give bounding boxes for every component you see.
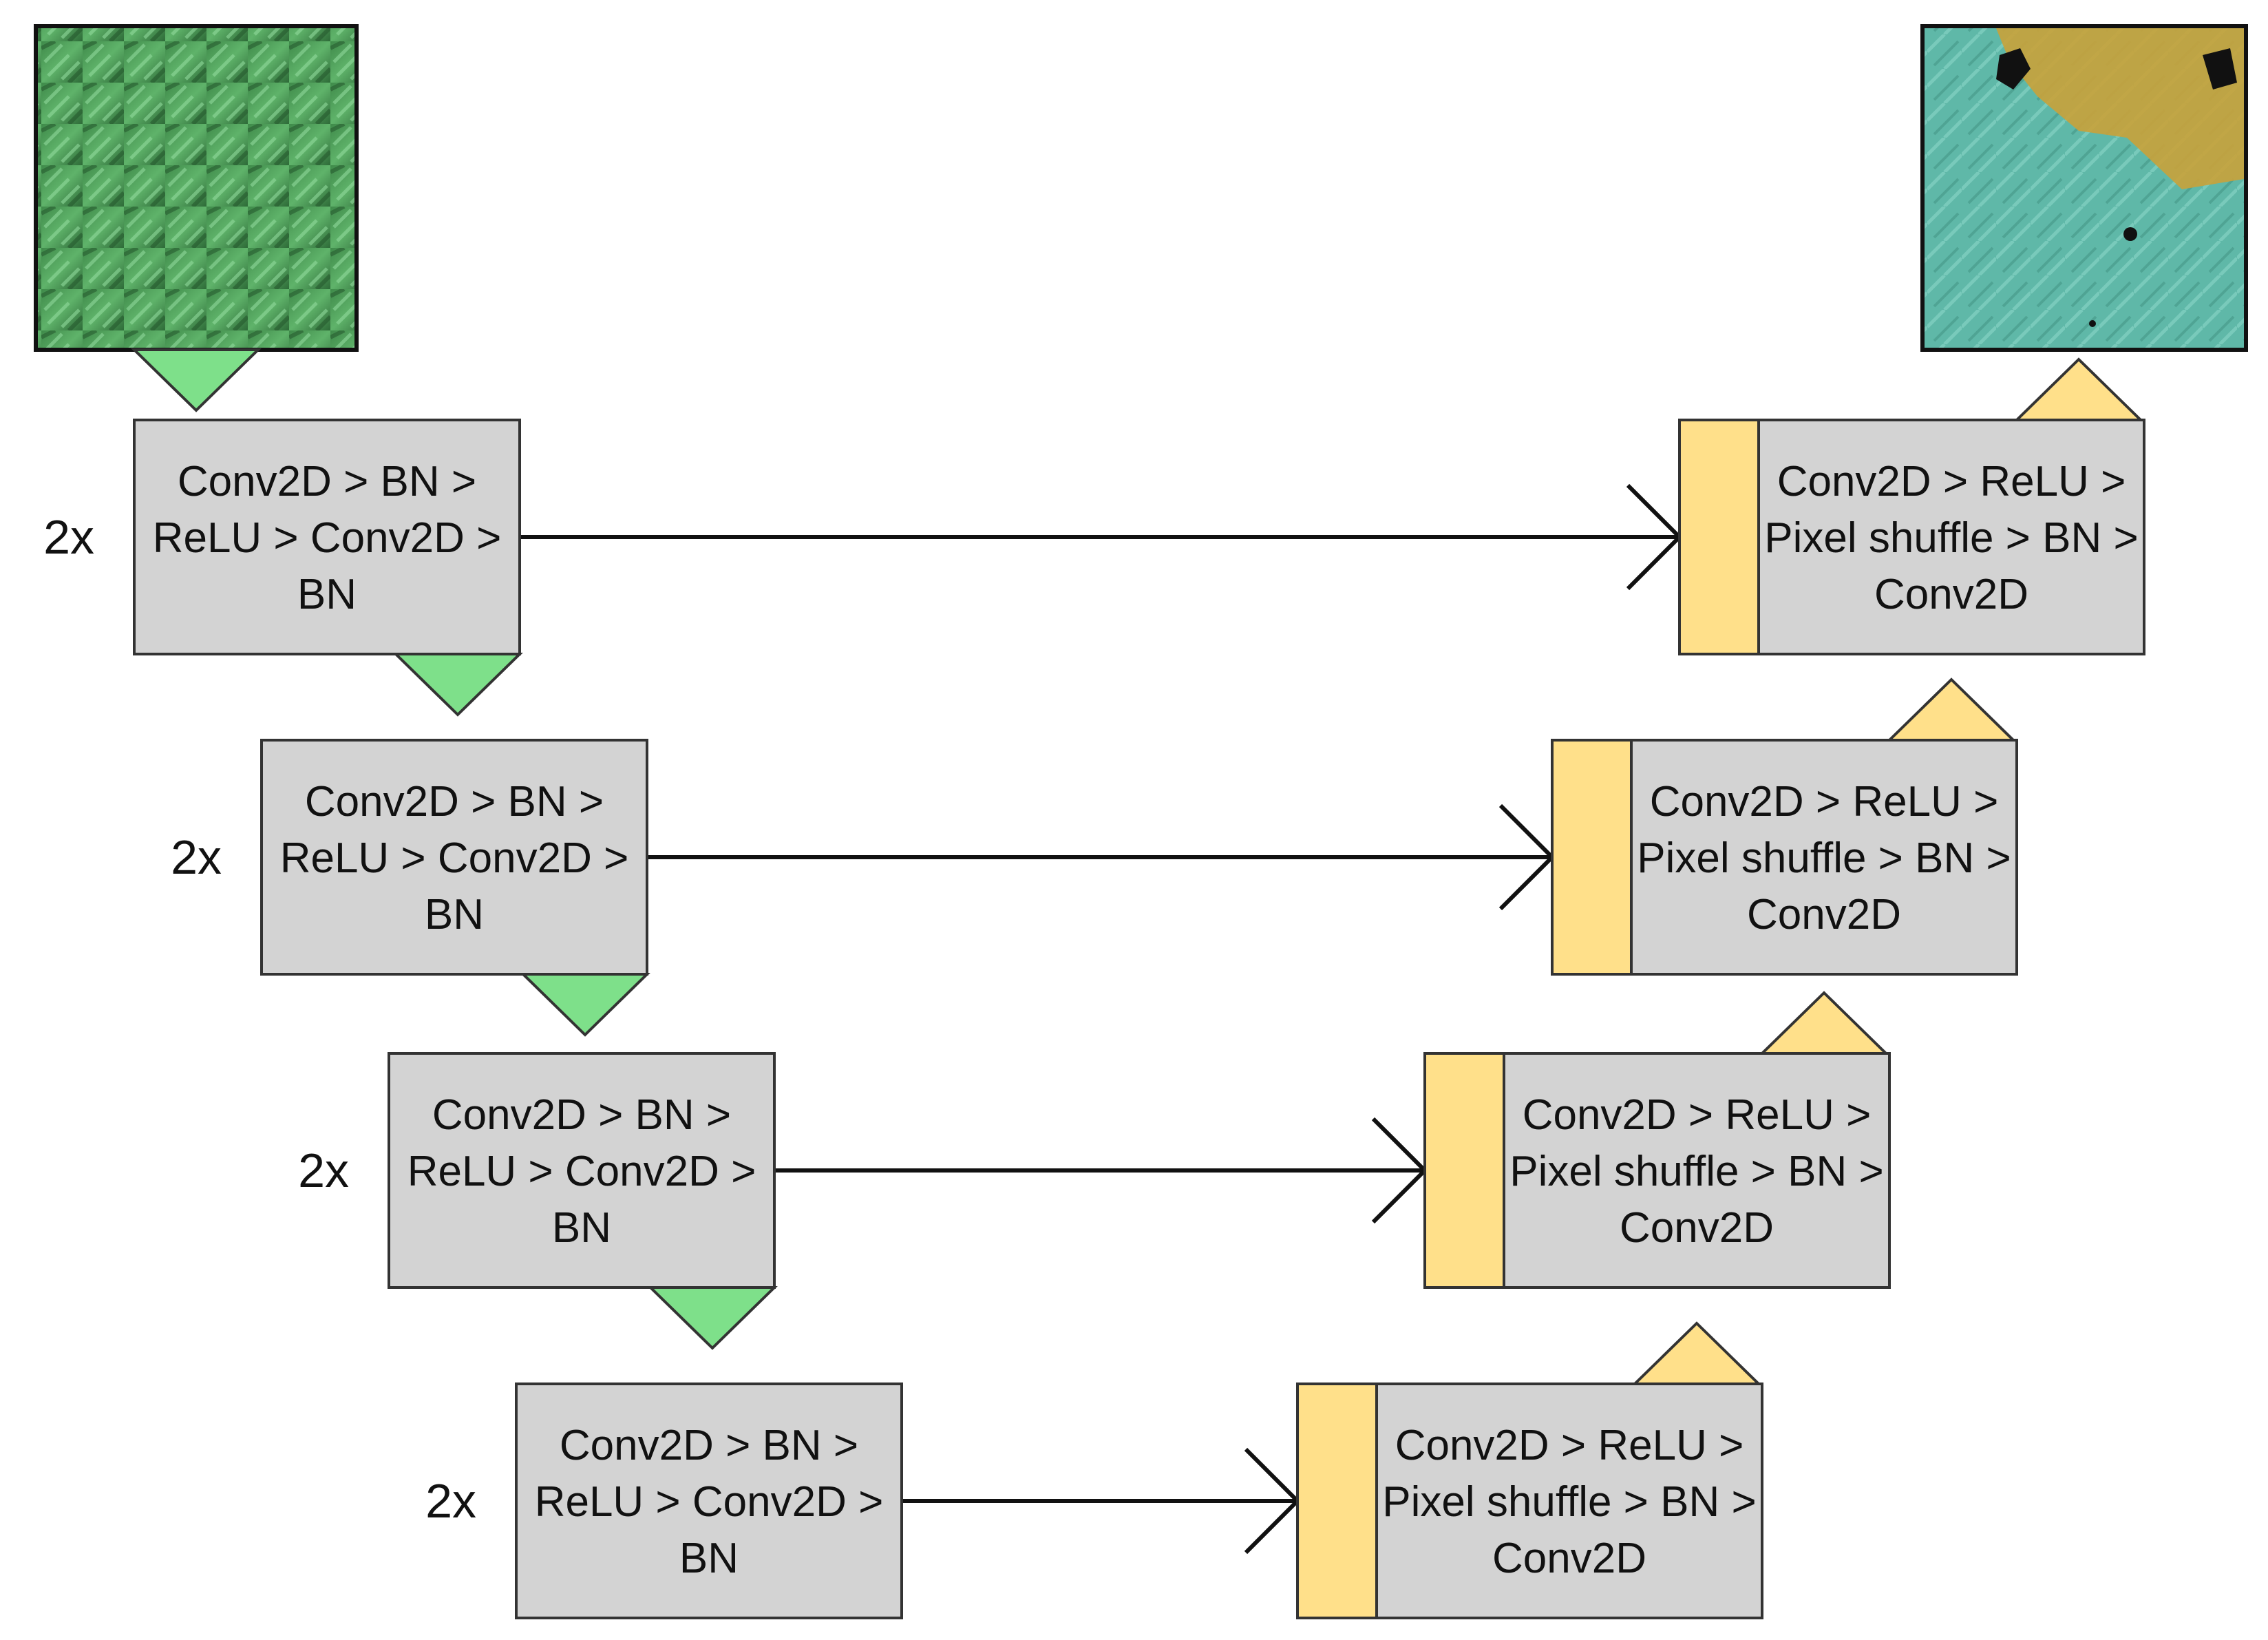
decoder-block-line: Pixel shuffle > BN > xyxy=(1509,1148,1883,1195)
upsample-triangle-icon xyxy=(1631,1321,1762,1385)
decoder-block-2: Conv2D > ReLU > Pixel shuffle > BN > Conv2… xyxy=(1551,739,2018,976)
upsample-triangle-icon xyxy=(1886,677,2017,742)
downsample-triangle-icon xyxy=(131,348,262,412)
decoder-block-line: Conv2D xyxy=(1492,1535,1646,1582)
decoder-block-line: Conv2D xyxy=(1874,571,2028,618)
decoder-block-4: Conv2D > ReLU > Pixel shuffle > BN > Conv2… xyxy=(1296,1383,1763,1619)
decoder-block-line: Conv2D xyxy=(1747,891,1901,938)
encoder-block-box xyxy=(260,739,648,976)
encoder-block-line: Conv2D > BN > xyxy=(305,778,604,826)
encoder-block-line: ReLU > Conv2D > xyxy=(407,1148,756,1195)
decoder-block-line: Pixel shuffle > BN > xyxy=(1764,514,2138,562)
input-image xyxy=(34,24,359,352)
decoder-block-line: Conv2D > ReLU > xyxy=(1650,778,1999,826)
downsample-triangle-icon xyxy=(392,653,523,717)
decoder-block-1: Conv2D > ReLU > Pixel shuffle > BN > Conv2… xyxy=(1678,419,2145,655)
encoder-block-line: ReLU > Conv2D > xyxy=(153,514,502,562)
concat-bar xyxy=(1296,1383,1378,1619)
encoder-block-3: Conv2D > BN > ReLU > Conv2D > BN 2x xyxy=(298,1052,776,1289)
decoder-block-line: Conv2D xyxy=(1620,1204,1774,1252)
concat-bar xyxy=(1423,1052,1505,1289)
encoder-block-box xyxy=(133,419,521,655)
encoder-block-2: Conv2D > BN > ReLU > Conv2D > BN 2x xyxy=(171,739,648,976)
concat-bar xyxy=(1678,419,1760,655)
skip-connection-2 xyxy=(647,803,1556,911)
skip-connection-1 xyxy=(520,483,1683,591)
decoder-block-3: Conv2D > ReLU > Pixel shuffle > BN > Conv2… xyxy=(1423,1052,1891,1289)
decoder-block-line: Conv2D > ReLU > xyxy=(1395,1422,1744,1469)
decoder-block-line: Conv2D > ReLU > xyxy=(1523,1091,1872,1139)
encoder-block-box xyxy=(515,1383,903,1619)
encoder-block-line: BN xyxy=(552,1204,611,1252)
encoder-block-4: Conv2D > BN > ReLU > Conv2D > BN 2x xyxy=(425,1383,903,1619)
encoder-block-line: Conv2D > BN > xyxy=(560,1422,858,1469)
repeat-label: 2x xyxy=(425,1474,476,1528)
skip-connection-4 xyxy=(902,1447,1301,1555)
downsample-triangle-icon xyxy=(520,973,650,1037)
repeat-label: 2x xyxy=(171,830,222,884)
encoder-block-box xyxy=(388,1052,776,1289)
output-image xyxy=(1920,24,2248,352)
downsample-triangle-icon xyxy=(647,1286,778,1350)
repeat-label: 2x xyxy=(298,1144,349,1197)
encoder-block-line: Conv2D > BN > xyxy=(178,458,476,505)
skip-connection-3 xyxy=(774,1117,1428,1224)
encoder-block-1: Conv2D > BN > ReLU > Conv2D > BN 2x xyxy=(43,419,521,655)
decoder-block-line: Pixel shuffle > BN > xyxy=(1382,1478,1756,1526)
upsample-triangle-icon xyxy=(1759,991,1889,1055)
encoder-block-line: BN xyxy=(425,891,484,938)
upsample-triangle-icon xyxy=(2013,357,2144,421)
encoder-block-line: BN xyxy=(679,1535,739,1582)
encoder-block-line: BN xyxy=(297,571,357,618)
concat-bar xyxy=(1551,739,1633,976)
encoder-block-line: Conv2D > BN > xyxy=(432,1091,731,1139)
encoder-block-line: ReLU > Conv2D > xyxy=(280,834,629,882)
repeat-label: 2x xyxy=(43,510,94,564)
decoder-block-line: Conv2D > ReLU > xyxy=(1777,458,2126,505)
encoder-block-line: ReLU > Conv2D > xyxy=(535,1478,884,1526)
decoder-block-line: Pixel shuffle > BN > xyxy=(1637,834,2011,882)
